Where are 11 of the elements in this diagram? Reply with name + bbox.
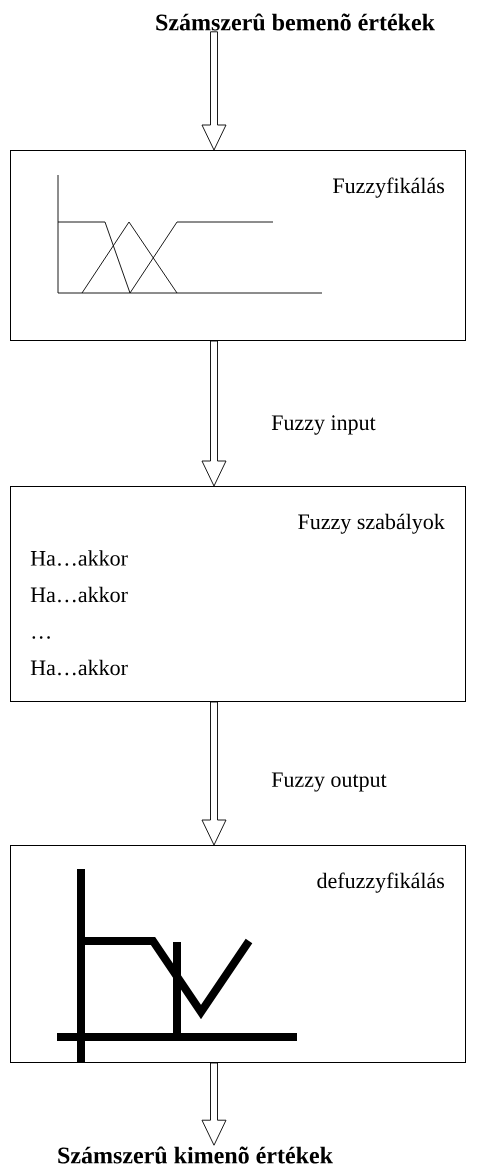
- block-arrow: [201, 31, 227, 151]
- block-arrow: [201, 1062, 227, 1146]
- edge-label: Fuzzy input: [270, 414, 377, 436]
- block-arrow: [201, 701, 227, 846]
- block-arrow: [201, 340, 227, 487]
- heading-text: Számszerû bemenõ értékek: [156, 13, 435, 31]
- process-box: Fuzzy szabályok Ha…akkor Ha…akkor … Ha…akkor: [10, 486, 466, 702]
- process-box: Fuzzyfikálás: [10, 150, 466, 341]
- edge-label: Fuzzy output: [270, 771, 388, 793]
- heading-text: Számszerû kimenõ értékek: [58, 1146, 333, 1164]
- process-box: defuzzyfikálás: [10, 845, 466, 1063]
